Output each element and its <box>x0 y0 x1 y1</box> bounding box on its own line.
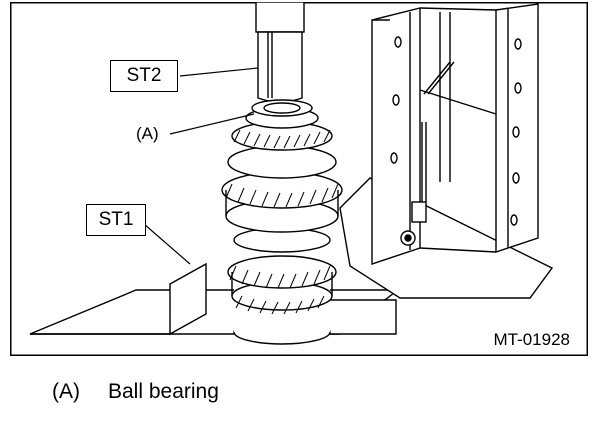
legend: (A) Ball bearing <box>52 380 219 404</box>
gear-stack <box>221 99 343 345</box>
press-illustration <box>10 2 588 356</box>
figure-frame: ST2 (A) ST1 MT-01928 <box>10 2 588 356</box>
gear-teeth <box>225 129 339 315</box>
legend-marker: (A) <box>52 380 80 403</box>
leader-lines <box>143 67 259 265</box>
callout-st2: ST2 <box>110 60 178 92</box>
press-frame <box>371 3 539 265</box>
figure-code: MT-01928 <box>493 330 570 349</box>
callout-st1: ST1 <box>86 204 146 236</box>
press-ram <box>255 2 305 103</box>
legend-text: Ball bearing <box>108 380 219 403</box>
callout-a: (A) <box>136 124 159 143</box>
